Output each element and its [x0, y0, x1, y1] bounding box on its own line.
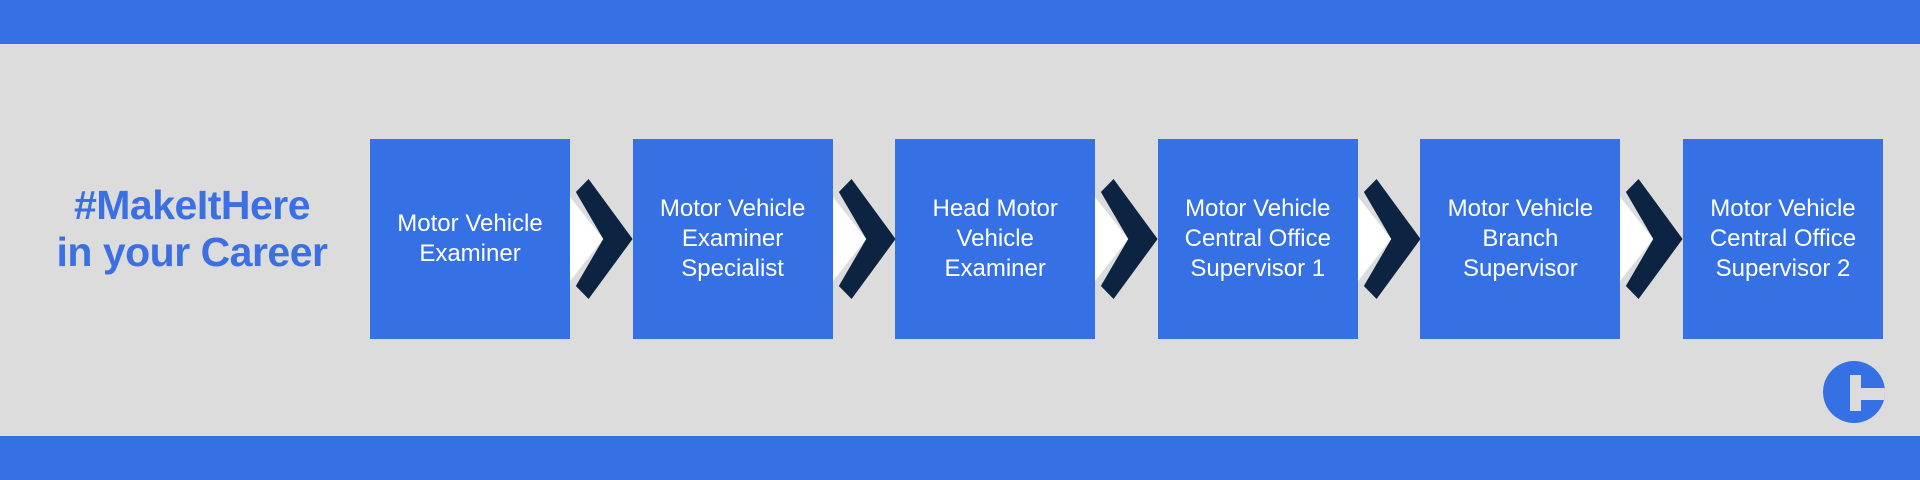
- brand-circle-logo-icon: [1823, 361, 1885, 423]
- step-label: Head Motor Vehicle Examiner: [932, 195, 1058, 282]
- step-box-6: Motor Vehicle Central Office Supervisor …: [1682, 139, 1883, 339]
- step-label: Motor Vehicle Central Office Supervisor …: [1184, 195, 1331, 282]
- chevron-right-icon: [1357, 179, 1421, 299]
- bottom-bar: [0, 436, 1920, 480]
- career-flow: Motor Vehicle Examiner Motor Vehicle Exa…: [370, 139, 1883, 339]
- top-bar: [0, 0, 1920, 44]
- step-label: Motor Vehicle Examiner: [397, 210, 543, 267]
- chevron-right-icon: [570, 179, 633, 299]
- logo-horizontal-cut: [1859, 388, 1885, 400]
- step-label: Motor Vehicle Central Office Supervisor …: [1709, 195, 1857, 282]
- flow-arrow: [570, 179, 633, 299]
- step-box-5: Motor Vehicle Branch Supervisor: [1420, 139, 1621, 339]
- flow-arrow: [832, 179, 896, 299]
- step-box-2: Motor Vehicle Examiner Specialist: [632, 139, 833, 339]
- step-box-4: Motor Vehicle Central Office Supervisor …: [1157, 139, 1358, 339]
- step-label: Motor Vehicle Branch Supervisor: [1447, 195, 1594, 282]
- logo-vertical-cut: [1850, 375, 1861, 411]
- flow-arrow: [1620, 179, 1683, 299]
- step-box-3: Head Motor Vehicle Examiner: [895, 139, 1096, 339]
- step-box-1: Motor Vehicle Examiner: [370, 139, 570, 339]
- headline-line1: #MakeItHere: [73, 182, 311, 228]
- flow-arrow: [1357, 179, 1421, 299]
- headline: #MakeItHere in your Career: [32, 182, 352, 276]
- chevron-right-icon: [1620, 179, 1683, 299]
- chevron-right-icon: [1095, 179, 1158, 299]
- flow-arrow: [1095, 179, 1158, 299]
- step-label: Motor Vehicle Examiner Specialist: [659, 195, 806, 282]
- chevron-right-icon: [832, 179, 896, 299]
- headline-line2: in your Career: [56, 229, 329, 275]
